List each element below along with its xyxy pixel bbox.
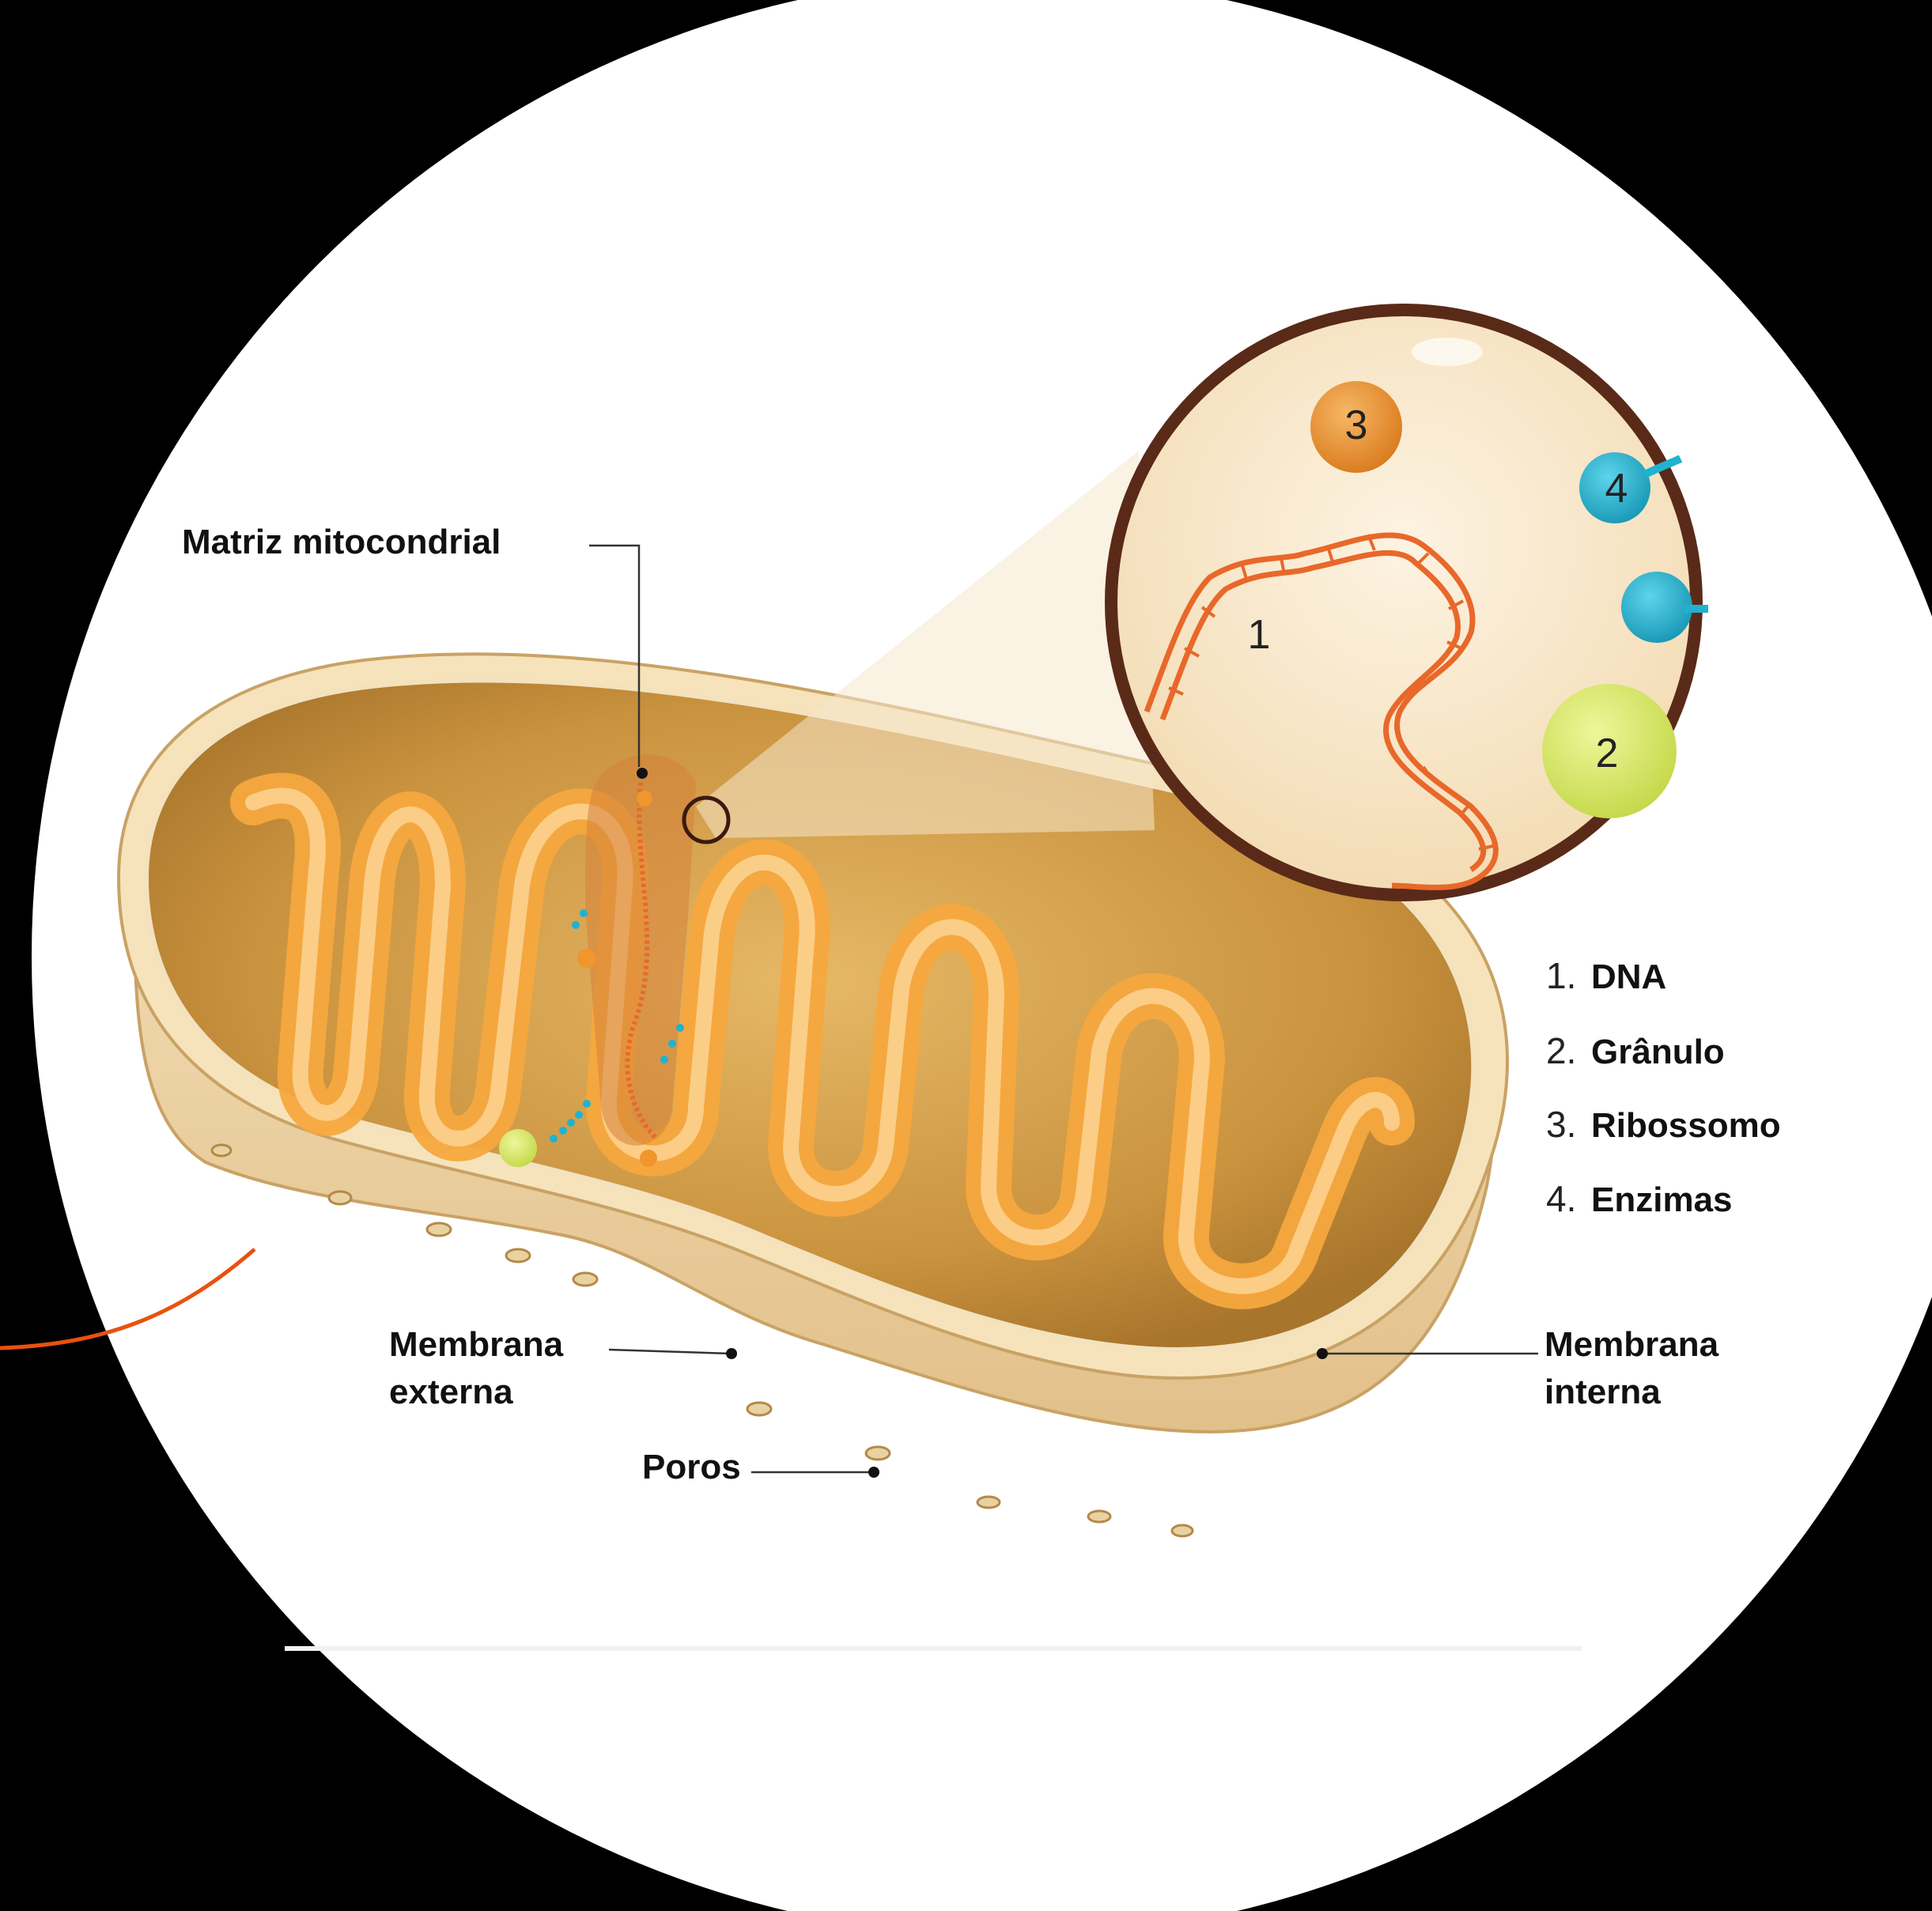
legend-text-1: DNA bbox=[1591, 957, 1666, 996]
legend-num-2: 2. bbox=[1546, 1030, 1576, 1071]
label-pores: Poros bbox=[642, 1448, 741, 1486]
inset-number-2: 2 bbox=[1596, 731, 1619, 776]
label-matrix: Matriz mitocondrial bbox=[182, 523, 501, 561]
legend-num-1: 1. bbox=[1546, 955, 1576, 996]
label-inner-membrane-1: Membrana bbox=[1544, 1325, 1719, 1364]
legend-text-3: Ribossomo bbox=[1591, 1106, 1781, 1145]
legend-text-2: Grânulo bbox=[1591, 1033, 1725, 1071]
label-inner-membrane-2: interna bbox=[1544, 1373, 1661, 1411]
inset-number-3: 3 bbox=[1345, 402, 1368, 448]
inset-number-4: 4 bbox=[1605, 466, 1628, 512]
inset-number-1: 1 bbox=[1248, 612, 1271, 658]
label-outer-membrane-1: Membrana bbox=[389, 1325, 564, 1364]
legend-num-3: 3. bbox=[1546, 1104, 1576, 1145]
legend-num-4: 4. bbox=[1546, 1178, 1576, 1219]
legend-text-4: Enzimas bbox=[1591, 1180, 1733, 1219]
label-outer-membrane-2: externa bbox=[389, 1373, 513, 1411]
inset-highlight bbox=[1412, 338, 1483, 366]
